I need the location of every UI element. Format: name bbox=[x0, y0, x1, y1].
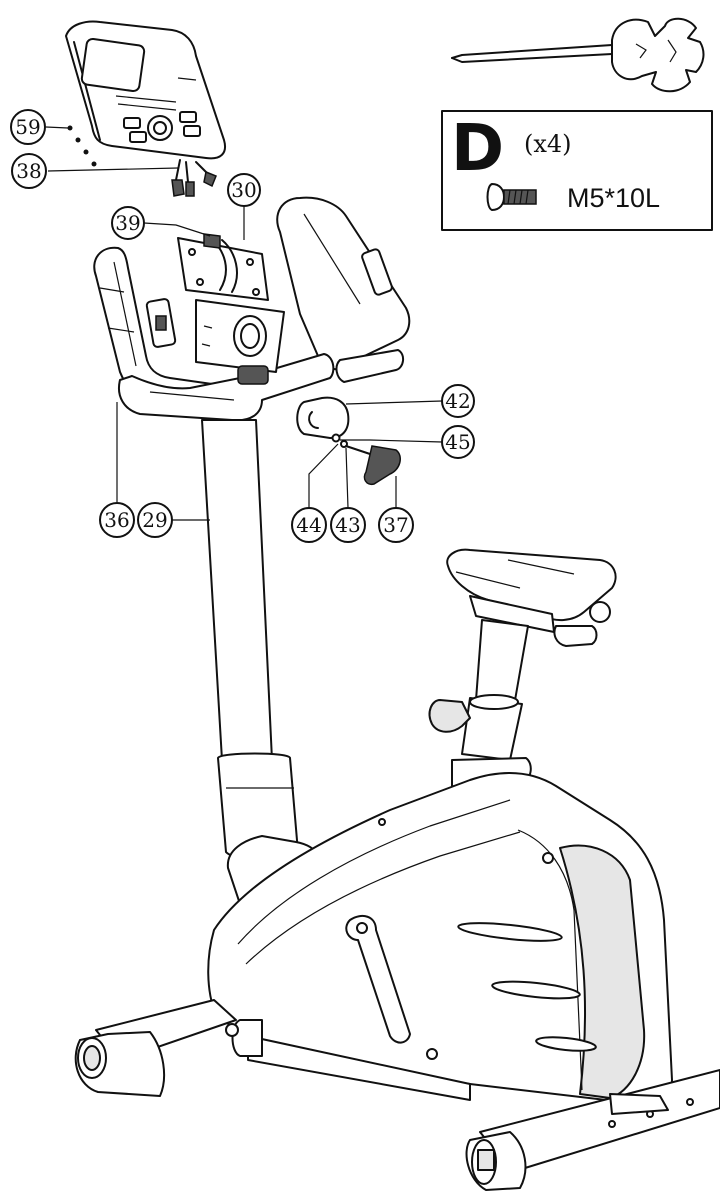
leader-lines bbox=[45, 126, 443, 521]
hardware-letter: D bbox=[451, 112, 504, 186]
rear-stabilizer bbox=[465, 1069, 720, 1191]
callout-39-label: 39 bbox=[115, 211, 140, 235]
button-head-bolt-icon bbox=[486, 183, 537, 211]
callout-29-label: 29 bbox=[142, 508, 167, 532]
callout-36-label: 36 bbox=[104, 508, 129, 532]
frame-shroud bbox=[207, 757, 673, 1105]
callout-30: 30 bbox=[227, 173, 261, 207]
hardware-spec: M5*10L bbox=[567, 183, 660, 213]
callout-42: 42 bbox=[441, 384, 475, 418]
callout-43-label: 43 bbox=[335, 513, 360, 537]
console bbox=[65, 20, 226, 197]
callout-45-label: 45 bbox=[445, 430, 470, 454]
callout-43: 43 bbox=[330, 507, 366, 543]
clamp-parts bbox=[296, 396, 401, 486]
allen-key-wrench-icon bbox=[451, 17, 705, 93]
callout-37: 37 bbox=[378, 507, 414, 543]
callout-44: 44 bbox=[291, 507, 327, 543]
callout-36: 36 bbox=[99, 502, 135, 538]
hardware-box: D (x4) M5*10L bbox=[441, 110, 713, 231]
front-stabilizer bbox=[74, 999, 239, 1097]
callout-38-label: 38 bbox=[16, 159, 41, 183]
callout-59-label: 59 bbox=[15, 115, 40, 139]
screws-59 bbox=[67, 125, 97, 167]
callout-30-label: 30 bbox=[231, 178, 256, 202]
callout-42-label: 42 bbox=[445, 389, 470, 413]
handlebar-assembly bbox=[93, 196, 411, 422]
callout-39: 39 bbox=[111, 206, 145, 240]
hardware-quantity: (x4) bbox=[524, 130, 572, 158]
callout-59: 59 bbox=[10, 109, 46, 145]
callout-37-label: 37 bbox=[383, 513, 408, 537]
upright-post bbox=[201, 419, 299, 860]
callout-45: 45 bbox=[441, 425, 475, 459]
seat-assembly bbox=[428, 548, 617, 761]
callout-38: 38 bbox=[11, 153, 47, 189]
callout-44-label: 44 bbox=[296, 513, 321, 537]
callout-29: 29 bbox=[137, 502, 173, 538]
